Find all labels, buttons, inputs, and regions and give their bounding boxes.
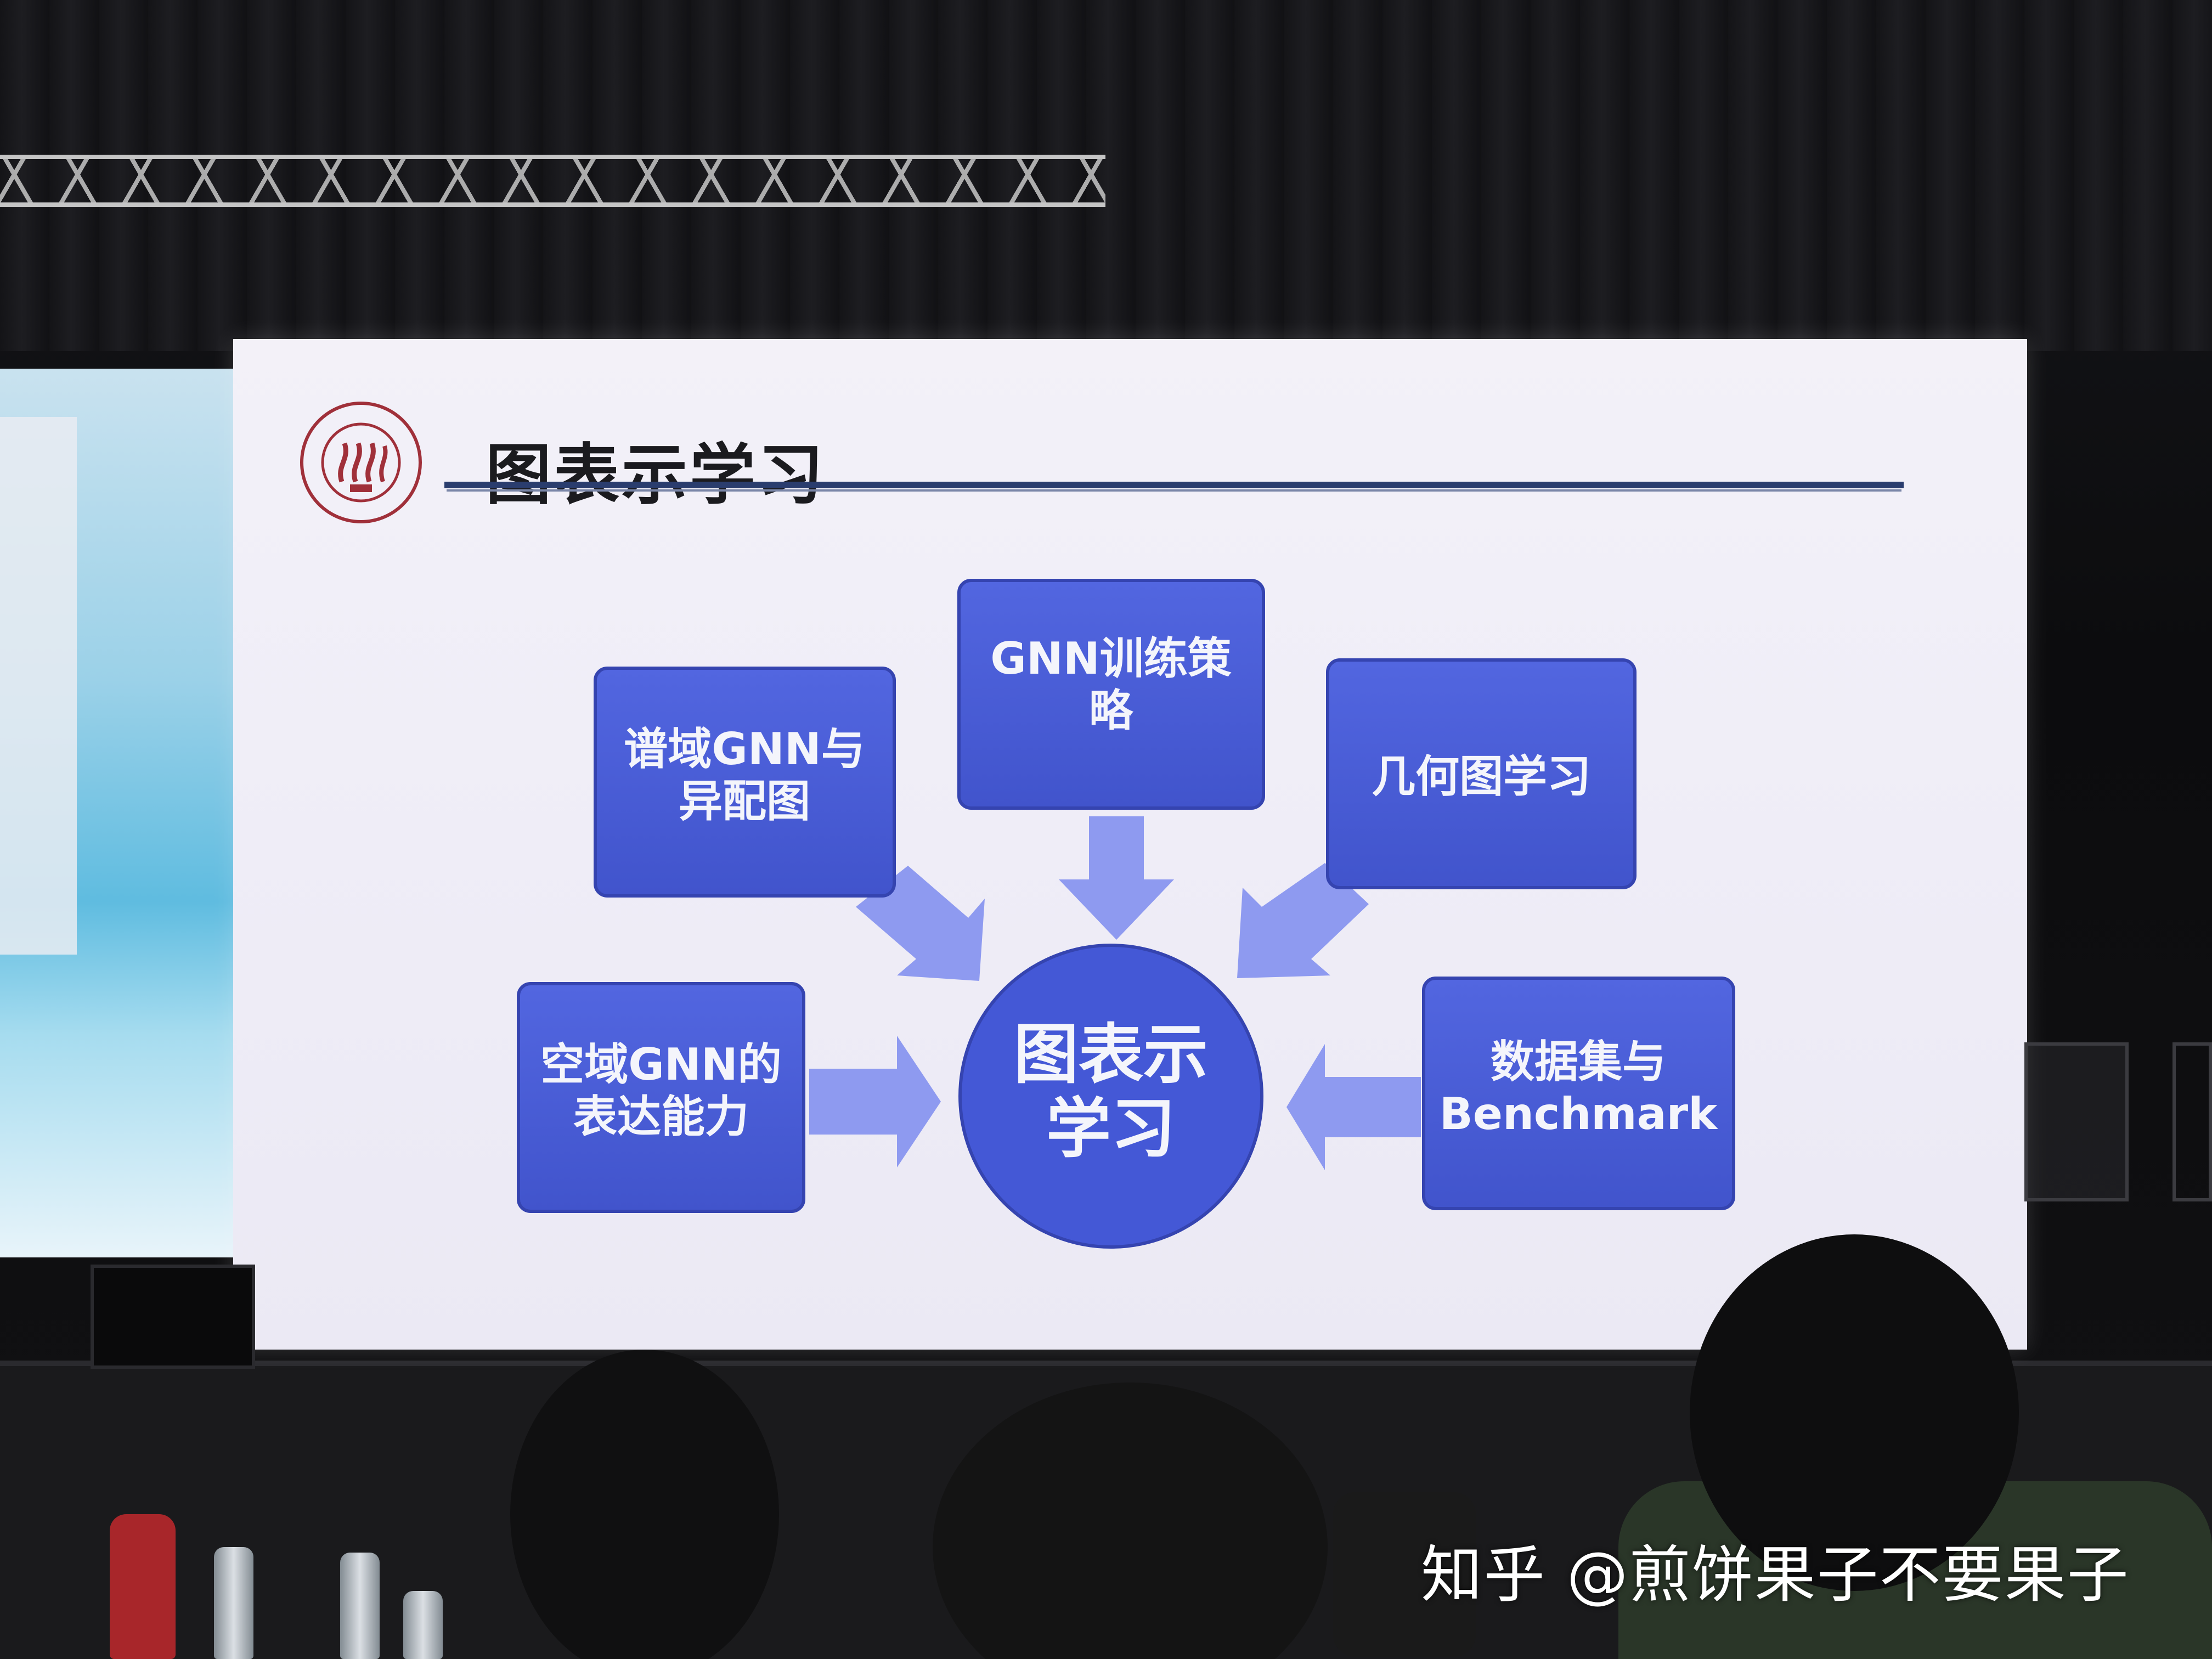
node-dataset-line1: 数据集与 <box>1491 1036 1666 1087</box>
node-gnn-training: GNN训练策 略 <box>957 579 1265 810</box>
node-geometric-learning: 几何图学习 <box>1326 658 1637 889</box>
presentation-slide: 图表示学习 <box>233 339 2027 1350</box>
arrow-geometric <box>1237 863 1369 978</box>
university-seal-icon <box>300 402 422 523</box>
stage-speaker <box>91 1265 255 1369</box>
center-line1: 图表示 <box>1014 1017 1208 1092</box>
node-training-line1: GNN训练策 <box>990 633 1232 684</box>
node-spatial-line2: 表达能力 <box>573 1091 749 1142</box>
audience-head <box>1690 1234 2019 1591</box>
basketball-hoop <box>2024 1042 2129 1201</box>
basketball-hoop-edge <box>2172 1042 2212 1201</box>
center-node: 图表示 学习 <box>958 944 1263 1249</box>
node-spectral-line2: 异配图 <box>679 776 810 827</box>
node-dataset-benchmark: 数据集与 Benchmark <box>1422 977 1735 1210</box>
side-screen-panel <box>0 417 77 955</box>
water-bottle <box>214 1547 253 1659</box>
slide-title: 图表示学习 <box>486 437 826 514</box>
phone-hand <box>1333 1492 1476 1657</box>
audience-head <box>933 1383 1328 1659</box>
center-line2: 学习 <box>1046 1091 1176 1166</box>
arrow-training <box>1059 816 1174 940</box>
node-spatial-gnn: 空域GNN的 表达能力 <box>517 982 805 1213</box>
fire-extinguisher <box>110 1514 176 1659</box>
concept-diagram: 谱域GNN与 异配图 GNN训练策 略 几何图学习 空域GNN的 表达能力 数据… <box>517 579 1735 1249</box>
title-rule <box>444 482 1904 488</box>
audience-head <box>510 1350 779 1659</box>
node-geometric-line1: 几何图学习 <box>1372 751 1591 802</box>
arrow-dataset <box>1286 1044 1421 1170</box>
watermark: 知乎 @煎饼果子不要果子 <box>1421 1539 2130 1611</box>
node-spectral-gnn: 谱域GNN与 异配图 <box>594 667 896 898</box>
water-bottle <box>403 1591 443 1659</box>
node-spectral-line1: 谱域GNN与 <box>624 724 865 775</box>
node-spatial-line1: 空域GNN的 <box>540 1039 782 1090</box>
arrow-spatial <box>809 1036 941 1167</box>
node-dataset-line2: Benchmark <box>1440 1088 1718 1139</box>
stage-truss <box>0 155 1105 207</box>
water-bottle <box>340 1553 380 1659</box>
node-training-line2: 略 <box>1089 685 1134 736</box>
